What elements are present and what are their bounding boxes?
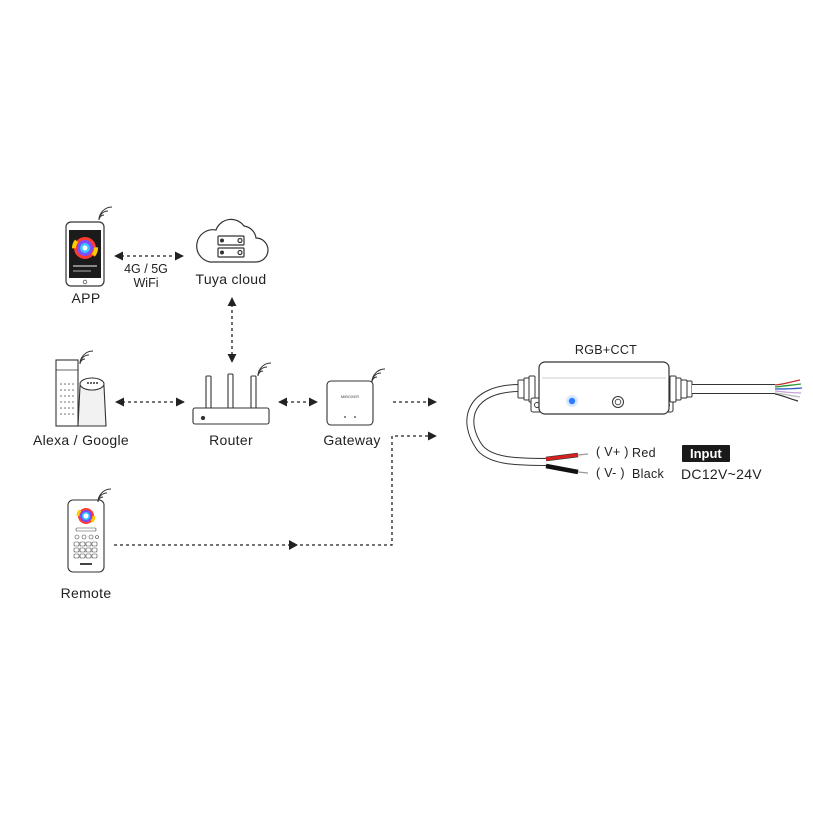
- app-label: APP: [71, 290, 101, 306]
- wifi-signal-icon: [98, 206, 113, 221]
- smart-speaker-icon: [55, 359, 107, 427]
- router-label: Router: [209, 432, 253, 448]
- phone-icon: [65, 221, 105, 287]
- gateway-label: Gateway: [323, 432, 381, 448]
- cloud-icon: [196, 218, 269, 263]
- remote-icon: [67, 499, 105, 573]
- arrow-right-icon: [289, 540, 298, 550]
- remote-controller-link: [114, 431, 437, 546]
- wifi-signal-icon: [79, 350, 94, 365]
- black-wire-label: Black: [632, 467, 665, 481]
- wifi-signal-icon: [97, 488, 112, 503]
- cloud-label: Tuya cloud: [195, 271, 267, 287]
- network-type-label: 4G / 5G WiFi: [124, 262, 168, 290]
- power-wires: [545, 452, 589, 475]
- network-line-1: 4G / 5G: [124, 262, 168, 276]
- controller-model-label: RGB+CCT: [574, 343, 638, 357]
- network-line-2: WiFi: [133, 276, 159, 290]
- vplus-label: ( V+ ): [596, 445, 629, 459]
- wifi-signal-icon: [257, 362, 272, 377]
- gateway-icon: MiBOXER: [326, 380, 374, 426]
- remote-label: Remote: [60, 585, 112, 601]
- router-icon: [192, 373, 270, 425]
- controller-device: [466, 361, 803, 475]
- red-wire-label: Red: [632, 446, 656, 460]
- vminus-label: ( V- ): [596, 466, 625, 480]
- gateway-brand-text: MiBOXER: [341, 394, 359, 399]
- input-badge: Input: [682, 445, 730, 462]
- output-wires: [774, 379, 803, 402]
- input-voltage-label: DC12V~24V: [681, 466, 762, 482]
- wifi-signal-icon: [371, 368, 386, 383]
- alexa-google-label: Alexa / Google: [32, 432, 130, 448]
- status-led: [568, 397, 576, 405]
